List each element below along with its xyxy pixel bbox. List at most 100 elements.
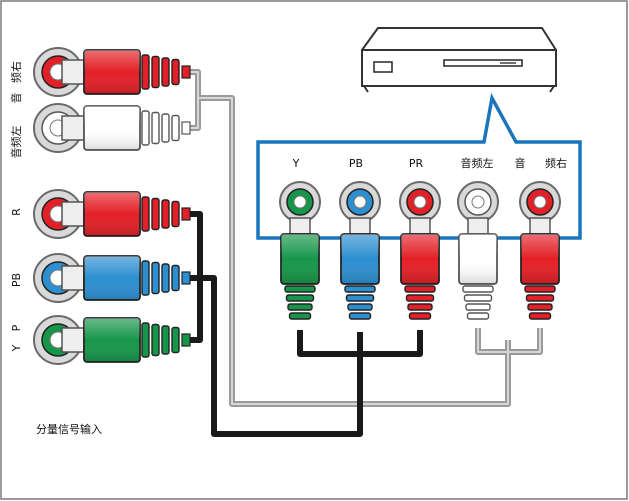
cables: [186, 69, 543, 437]
jack-center: [471, 195, 485, 209]
left-plug-group: [33, 47, 191, 365]
plug-ridge: [524, 285, 556, 293]
plug-ridge: [407, 303, 433, 311]
plug-ridge: [141, 322, 150, 358]
left-plug-audio-left: [33, 103, 191, 153]
plug-ridge: [151, 261, 160, 295]
label-y: Y: [10, 344, 23, 352]
plug-ridge: [161, 325, 170, 355]
panel-label-audio-left: 音频左: [461, 156, 494, 170]
plug-ridge: [344, 285, 376, 293]
plug-tail: [181, 121, 191, 135]
plug-ridge: [171, 200, 180, 228]
device-plug-group: [279, 181, 561, 320]
plug-ridge: [408, 312, 432, 320]
footer-caption: 分量信号输入: [36, 422, 102, 436]
plug-ridge: [141, 54, 150, 90]
plug-tail: [181, 65, 191, 79]
plug-sleeve: [61, 115, 85, 141]
plug-sleeve: [61, 201, 85, 227]
plug-ridge: [161, 113, 170, 143]
plug-ridge: [527, 303, 553, 311]
device-plug-pb: [339, 181, 381, 320]
panel-label-pr: PR: [409, 157, 424, 170]
left-plug-r: [33, 189, 191, 239]
plug-body-shine: [459, 234, 497, 284]
plug-ridge: [285, 294, 315, 302]
device-plug-pr: [399, 181, 441, 320]
plug-ridge: [151, 197, 160, 231]
plug-sleeve: [409, 217, 431, 235]
plug-sleeve: [289, 217, 311, 235]
plug-ridge: [348, 312, 372, 320]
video-cable-black: [186, 211, 423, 437]
plug-body-shine: [401, 234, 439, 284]
panel-label-group: Y PB PR 音频左 音 频右: [292, 156, 567, 170]
plug-ridge: [171, 264, 180, 292]
label-r: R: [10, 208, 23, 216]
plug-ridge: [525, 294, 555, 302]
plug-sleeve: [467, 217, 489, 235]
plug-body-shine: [281, 234, 319, 284]
plug-ridge: [151, 111, 160, 145]
jack-center: [533, 195, 547, 209]
plug-ridge: [141, 110, 150, 146]
plug-tail: [181, 333, 191, 347]
plug-ridge: [345, 294, 375, 302]
label-audio-left: 音频左: [9, 126, 23, 159]
dvd-player-icon: [361, 27, 557, 93]
panel-label-pb: PB: [349, 157, 363, 170]
plug-tail: [181, 207, 191, 221]
audio-cable-gray-core: [190, 71, 541, 405]
plug-ridge: [161, 57, 170, 87]
plug-ridge: [161, 263, 170, 293]
plug-body-shine: [84, 192, 140, 236]
panel-label-y: Y: [292, 157, 300, 170]
plug-ridge: [528, 312, 552, 320]
plug-ridge: [141, 196, 150, 232]
plug-ridge: [466, 312, 490, 320]
plug-ridge: [465, 303, 491, 311]
plug-tail: [181, 271, 191, 285]
plug-ridge: [287, 303, 313, 311]
label-p: P: [10, 324, 23, 331]
plug-ridge: [462, 285, 494, 293]
plug-ridge: [347, 303, 373, 311]
plug-ridge: [141, 260, 150, 296]
plug-ridge: [288, 312, 312, 320]
device-plug-y: [279, 181, 321, 320]
jack-center: [293, 195, 307, 209]
left-plug-pb: [33, 253, 191, 303]
plug-ridge: [171, 58, 180, 86]
panel-label-audio-right-b: 频右: [545, 156, 567, 170]
plug-ridge: [284, 285, 316, 293]
plug-sleeve: [529, 217, 551, 235]
plug-ridge: [161, 199, 170, 229]
left-plug-y: [33, 315, 191, 365]
plug-body-shine: [84, 106, 140, 150]
plug-sleeve: [61, 265, 85, 291]
plug-body-shine: [521, 234, 559, 284]
jack-center: [353, 195, 367, 209]
device-plug-audio-left: [457, 181, 499, 320]
plug-body-shine: [84, 318, 140, 362]
panel-label-audio-right-a: 音: [515, 156, 526, 170]
left-label-group: 频右 音 音频左 R PB P Y: [9, 61, 23, 352]
label-audio-right-a: 音: [9, 93, 23, 104]
plug-ridge: [405, 294, 435, 302]
plug-body-shine: [84, 256, 140, 300]
plug-body-shine: [341, 234, 379, 284]
plug-sleeve: [61, 327, 85, 353]
device-plug-audio-right: [519, 181, 561, 320]
plug-sleeve: [349, 217, 371, 235]
jack-center: [413, 195, 427, 209]
plug-body-shine: [84, 50, 140, 94]
label-pb: PB: [10, 273, 23, 287]
plug-ridge: [404, 285, 436, 293]
left-plug-audio-right: [33, 47, 191, 97]
plug-ridge: [463, 294, 493, 302]
plug-sleeve: [61, 59, 85, 85]
plug-ridge: [171, 326, 180, 354]
label-audio-right-b: 频右: [9, 61, 23, 83]
